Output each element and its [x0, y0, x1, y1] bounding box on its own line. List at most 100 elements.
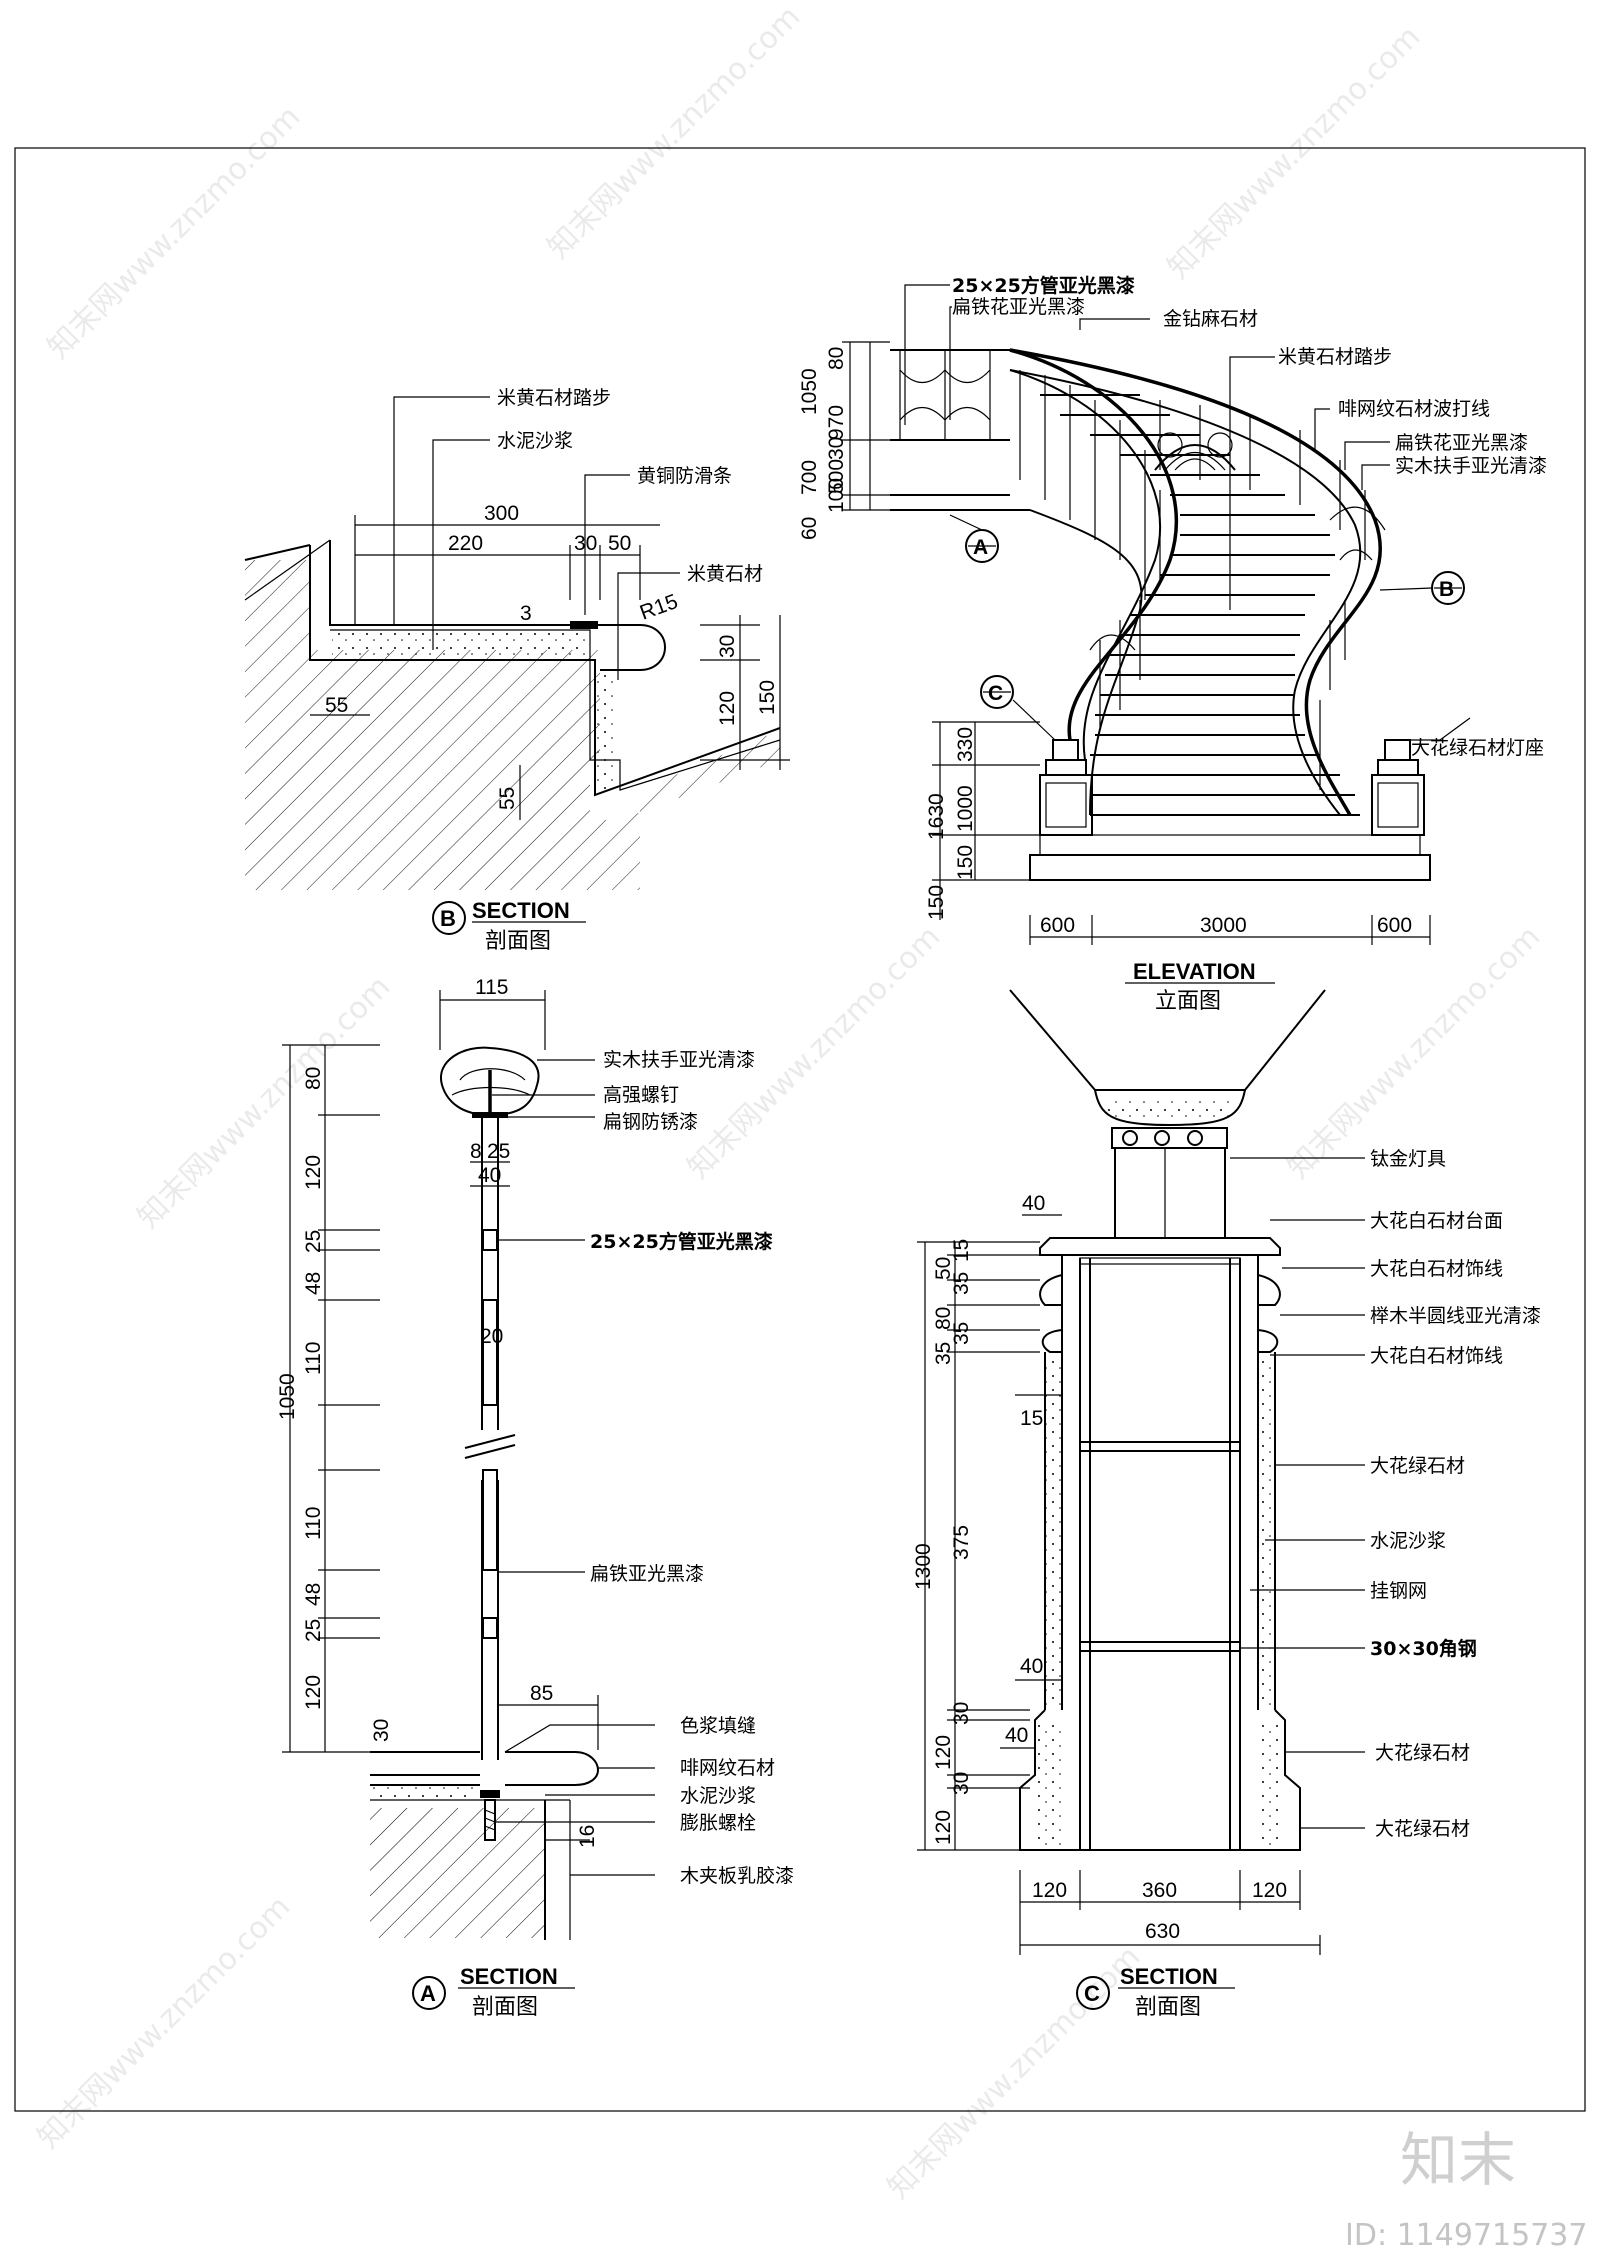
- dim-b-55h: 55: [325, 694, 348, 717]
- label-elev-granite: 金钻麻石材: [1163, 308, 1258, 330]
- dim-c-120-right: 120: [1252, 1879, 1287, 1902]
- dim-elev-600-left: 600: [1040, 914, 1075, 937]
- elevation-title: ELEVATION 立面图: [1125, 959, 1275, 1014]
- dim-c-35-b: 35: [950, 1272, 973, 1295]
- dim-c-35-a: 35: [932, 1342, 955, 1365]
- label-a-marble: 啡网纹石材: [680, 1757, 775, 1779]
- marker-c: C: [1084, 1981, 1100, 2006]
- dim-c-15-wall: 15: [1020, 1407, 1043, 1430]
- label-b-brass-strip: 黄铜防滑条: [637, 465, 732, 487]
- dim-c-30-a: 30: [950, 1702, 973, 1725]
- title-c: SECTION: [1120, 1964, 1218, 1989]
- dim-a-120-top: 120: [302, 1155, 325, 1190]
- sheet-border: [14, 147, 1586, 2112]
- dim-elev-100: 100: [825, 478, 848, 513]
- dim-elev-330: 330: [954, 727, 977, 762]
- title-b: SECTION: [472, 898, 570, 923]
- dim-elev-1000: 1000: [954, 785, 977, 832]
- subtitle-elevation: 立面图: [1155, 989, 1221, 1014]
- subtitle-c: 剖面图: [1135, 1995, 1201, 2020]
- dim-elev-700: 700: [798, 460, 821, 495]
- label-elev-border: 啡网纹石材波打线: [1338, 398, 1490, 420]
- dim-a-120-bot: 120: [302, 1675, 325, 1710]
- label-c-angle-steel: 30×30角钢: [1370, 1637, 1477, 1660]
- label-a-square-tube: 25×25方管亚光黑漆: [590, 1230, 773, 1253]
- dim-c-30-b: 30: [950, 1772, 973, 1795]
- label-c-mortar: 水泥沙浆: [1370, 1530, 1446, 1552]
- dim-a-25-plate: 25: [487, 1140, 510, 1163]
- dim-b-120: 120: [716, 691, 739, 726]
- dim-c-120-a: 120: [932, 1735, 955, 1770]
- label-elev-handrail: 实木扶手亚光清漆: [1395, 455, 1547, 477]
- label-b-tread: 米黄石材踏步: [497, 387, 611, 409]
- dim-c-40-mid: 40: [1020, 1655, 1043, 1678]
- dim-elev-500: 500: [825, 459, 848, 494]
- label-c-moulding-2: 大花白石材饰线: [1370, 1345, 1503, 1367]
- dim-c-630: 630: [1145, 1920, 1180, 1943]
- label-c-beech: 榉木半圆线亚光清漆: [1370, 1305, 1541, 1327]
- label-b-stone: 米黄石材: [687, 563, 763, 585]
- elevation-drawing: A B C 25×25方管亚光黑漆 扁铁花亚光黑漆 金钻麻石材 米黄石材踏步 啡…: [798, 274, 1547, 945]
- section-b-title: B SECTION 剖面图: [432, 898, 586, 954]
- dim-c-15: 15: [950, 1239, 973, 1262]
- dim-c-120-b: 120: [932, 1810, 955, 1845]
- section-a-drawing: 1050 80 120 25 48 110 110 48 25 120 30 1…: [276, 976, 794, 1940]
- dim-elev-150b: 150: [925, 885, 948, 920]
- section-b-drawing: 米黄石材踏步 水泥沙浆 黄铜防滑条 米黄石材 300 220 30 50 3 R…: [244, 387, 790, 890]
- label-elev-square-tube: 25×25方管亚光黑漆: [952, 274, 1135, 297]
- dim-a-48-top: 48: [302, 1272, 325, 1295]
- watermark-brand: 知末: [1400, 2126, 1516, 2194]
- dim-a-25-top: 25: [302, 1230, 325, 1253]
- balusters: [1019, 370, 1366, 790]
- section-a-title: A SECTION 剖面图: [412, 1964, 575, 2020]
- svg-text:知末网www.znzmo.com: 知末网www.znzmo.com: [541, 0, 807, 266]
- dim-a-8: 8: [470, 1140, 482, 1163]
- dim-b-3: 3: [520, 602, 532, 625]
- dim-a-110-bot: 110: [302, 1507, 325, 1540]
- label-c-lamp: 钛金灯具: [1370, 1148, 1446, 1170]
- dim-elev-600-right: 600: [1377, 914, 1412, 937]
- label-elev-lamp-base: 大花绿石材灯座: [1411, 737, 1544, 759]
- stair-steps: [1040, 394, 1360, 816]
- dim-a-1050: 1050: [276, 1373, 299, 1420]
- dim-b-30v: 30: [716, 635, 739, 658]
- subtitle-b: 剖面图: [485, 929, 551, 954]
- label-elev-tread: 米黄石材踏步: [1278, 346, 1392, 368]
- label-a-flat-steel: 扁钢防锈漆: [603, 1111, 698, 1133]
- label-elev-flat-iron-2: 扁铁花亚光黑漆: [1395, 432, 1528, 454]
- label-a-mortar: 水泥沙浆: [680, 1785, 756, 1807]
- dim-c-1300: 1300: [912, 1543, 935, 1590]
- dim-c-40-base: 40: [1005, 1724, 1028, 1747]
- dim-a-40: 40: [478, 1164, 501, 1187]
- label-a-grout: 色浆填缝: [680, 1715, 756, 1737]
- svg-text:知末网www.znzmo.com: 知末网www.znzmo.com: [881, 1939, 1147, 2205]
- newel-post-left: [1039, 739, 1093, 836]
- label-c-green-marble-2: 大花绿石材: [1375, 1742, 1470, 1764]
- section-c-drawing: 1300 50 80 35 15 35 35 375 30 120 30 120…: [912, 989, 1541, 1955]
- dim-a-85: 85: [530, 1682, 553, 1705]
- label-elev-flat-iron: 扁铁花亚光黑漆: [952, 296, 1085, 318]
- dim-b-300: 300: [484, 502, 519, 525]
- dim-a-16: 16: [576, 1825, 599, 1848]
- watermark-id: ID: 1149715737: [1345, 2218, 1587, 2253]
- subtitle-a: 剖面图: [472, 1995, 538, 2020]
- dim-c-120-left: 120: [1032, 1879, 1067, 1902]
- label-a-bolt: 膨胀螺栓: [680, 1812, 756, 1834]
- label-a-flat-iron: 扁铁亚光黑漆: [590, 1563, 704, 1585]
- label-b-mortar: 水泥沙浆: [497, 430, 573, 452]
- title-a: SECTION: [460, 1964, 558, 1989]
- svg-text:知末网www.znzmo.com: 知末网www.znzmo.com: [41, 99, 307, 365]
- dim-a-25-bot: 25: [302, 1619, 325, 1642]
- dim-elev-30: 30: [825, 437, 848, 460]
- label-c-green-marble-3: 大花绿石材: [1375, 1818, 1470, 1840]
- marker-a-elev: A: [973, 536, 988, 559]
- dim-c-360: 360: [1142, 1879, 1177, 1902]
- svg-text:知末网www.znzmo.com: 知末网www.znzmo.com: [131, 969, 397, 1235]
- svg-text:知末网www.znzmo.com: 知末网www.znzmo.com: [31, 1889, 297, 2155]
- label-a-plywood: 木夹板乳胶漆: [680, 1865, 794, 1887]
- dim-a-48-bot: 48: [302, 1583, 325, 1606]
- title-elevation: ELEVATION: [1133, 959, 1256, 984]
- dim-c-40-top: 40: [1022, 1192, 1045, 1215]
- dim-c-50: 50: [932, 1257, 955, 1280]
- dim-b-r15: R15: [637, 590, 681, 625]
